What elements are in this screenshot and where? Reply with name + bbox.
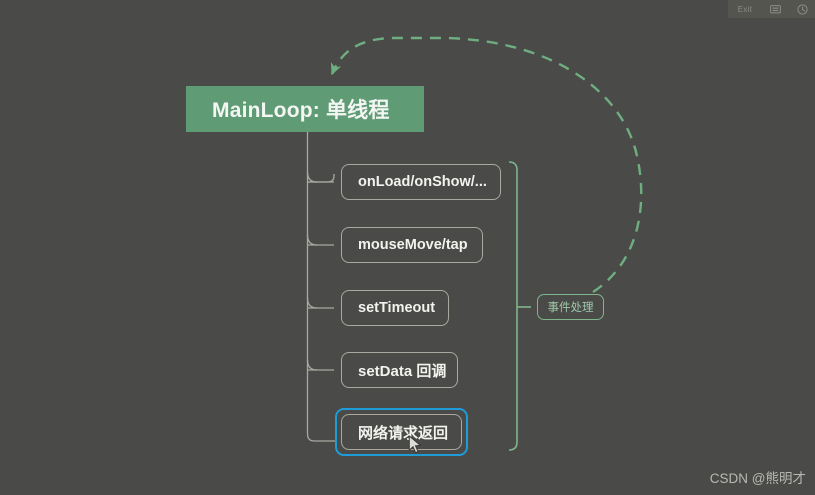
root-node-label: MainLoop: 单线程	[212, 99, 390, 122]
branch-elbows	[306, 171, 335, 371]
trunk-line	[306, 132, 335, 442]
node-network-response[interactable]: 网络请求返回	[341, 414, 462, 450]
mouse-pointer-icon	[408, 435, 422, 454]
screen-icon[interactable]	[762, 0, 789, 18]
group-label-event-handling[interactable]: 事件处理	[537, 294, 604, 320]
overlay-toolbar[interactable]: Exit	[728, 0, 815, 18]
group-bracket	[508, 161, 531, 451]
exit-button[interactable]: Exit	[728, 0, 762, 18]
node-network-response-selected[interactable]: 网络请求返回	[335, 408, 468, 456]
node-setdata-callback[interactable]: setData 回调	[341, 352, 458, 388]
node-label: 网络请求返回	[358, 424, 449, 442]
exit-label: Exit	[737, 4, 753, 14]
clock-icon[interactable]	[789, 0, 815, 18]
node-label: setData 回调	[358, 362, 447, 380]
node-mousemove-tap[interactable]: mouseMove/tap	[341, 227, 483, 263]
node-settimeout[interactable]: setTimeout	[341, 290, 449, 326]
watermark: CSDN @熊明才	[710, 467, 806, 487]
node-label: mouseMove/tap	[358, 237, 468, 253]
node-label: setTimeout	[358, 300, 436, 316]
group-label-text: 事件处理	[547, 302, 594, 314]
root-node[interactable]: MainLoop: 单线程	[186, 86, 424, 132]
watermark-text: CSDN @熊明才	[709, 471, 806, 486]
node-label: onLoad/onShow/...	[358, 174, 487, 190]
node-onload-onshow[interactable]: onLoad/onShow/...	[341, 164, 501, 200]
